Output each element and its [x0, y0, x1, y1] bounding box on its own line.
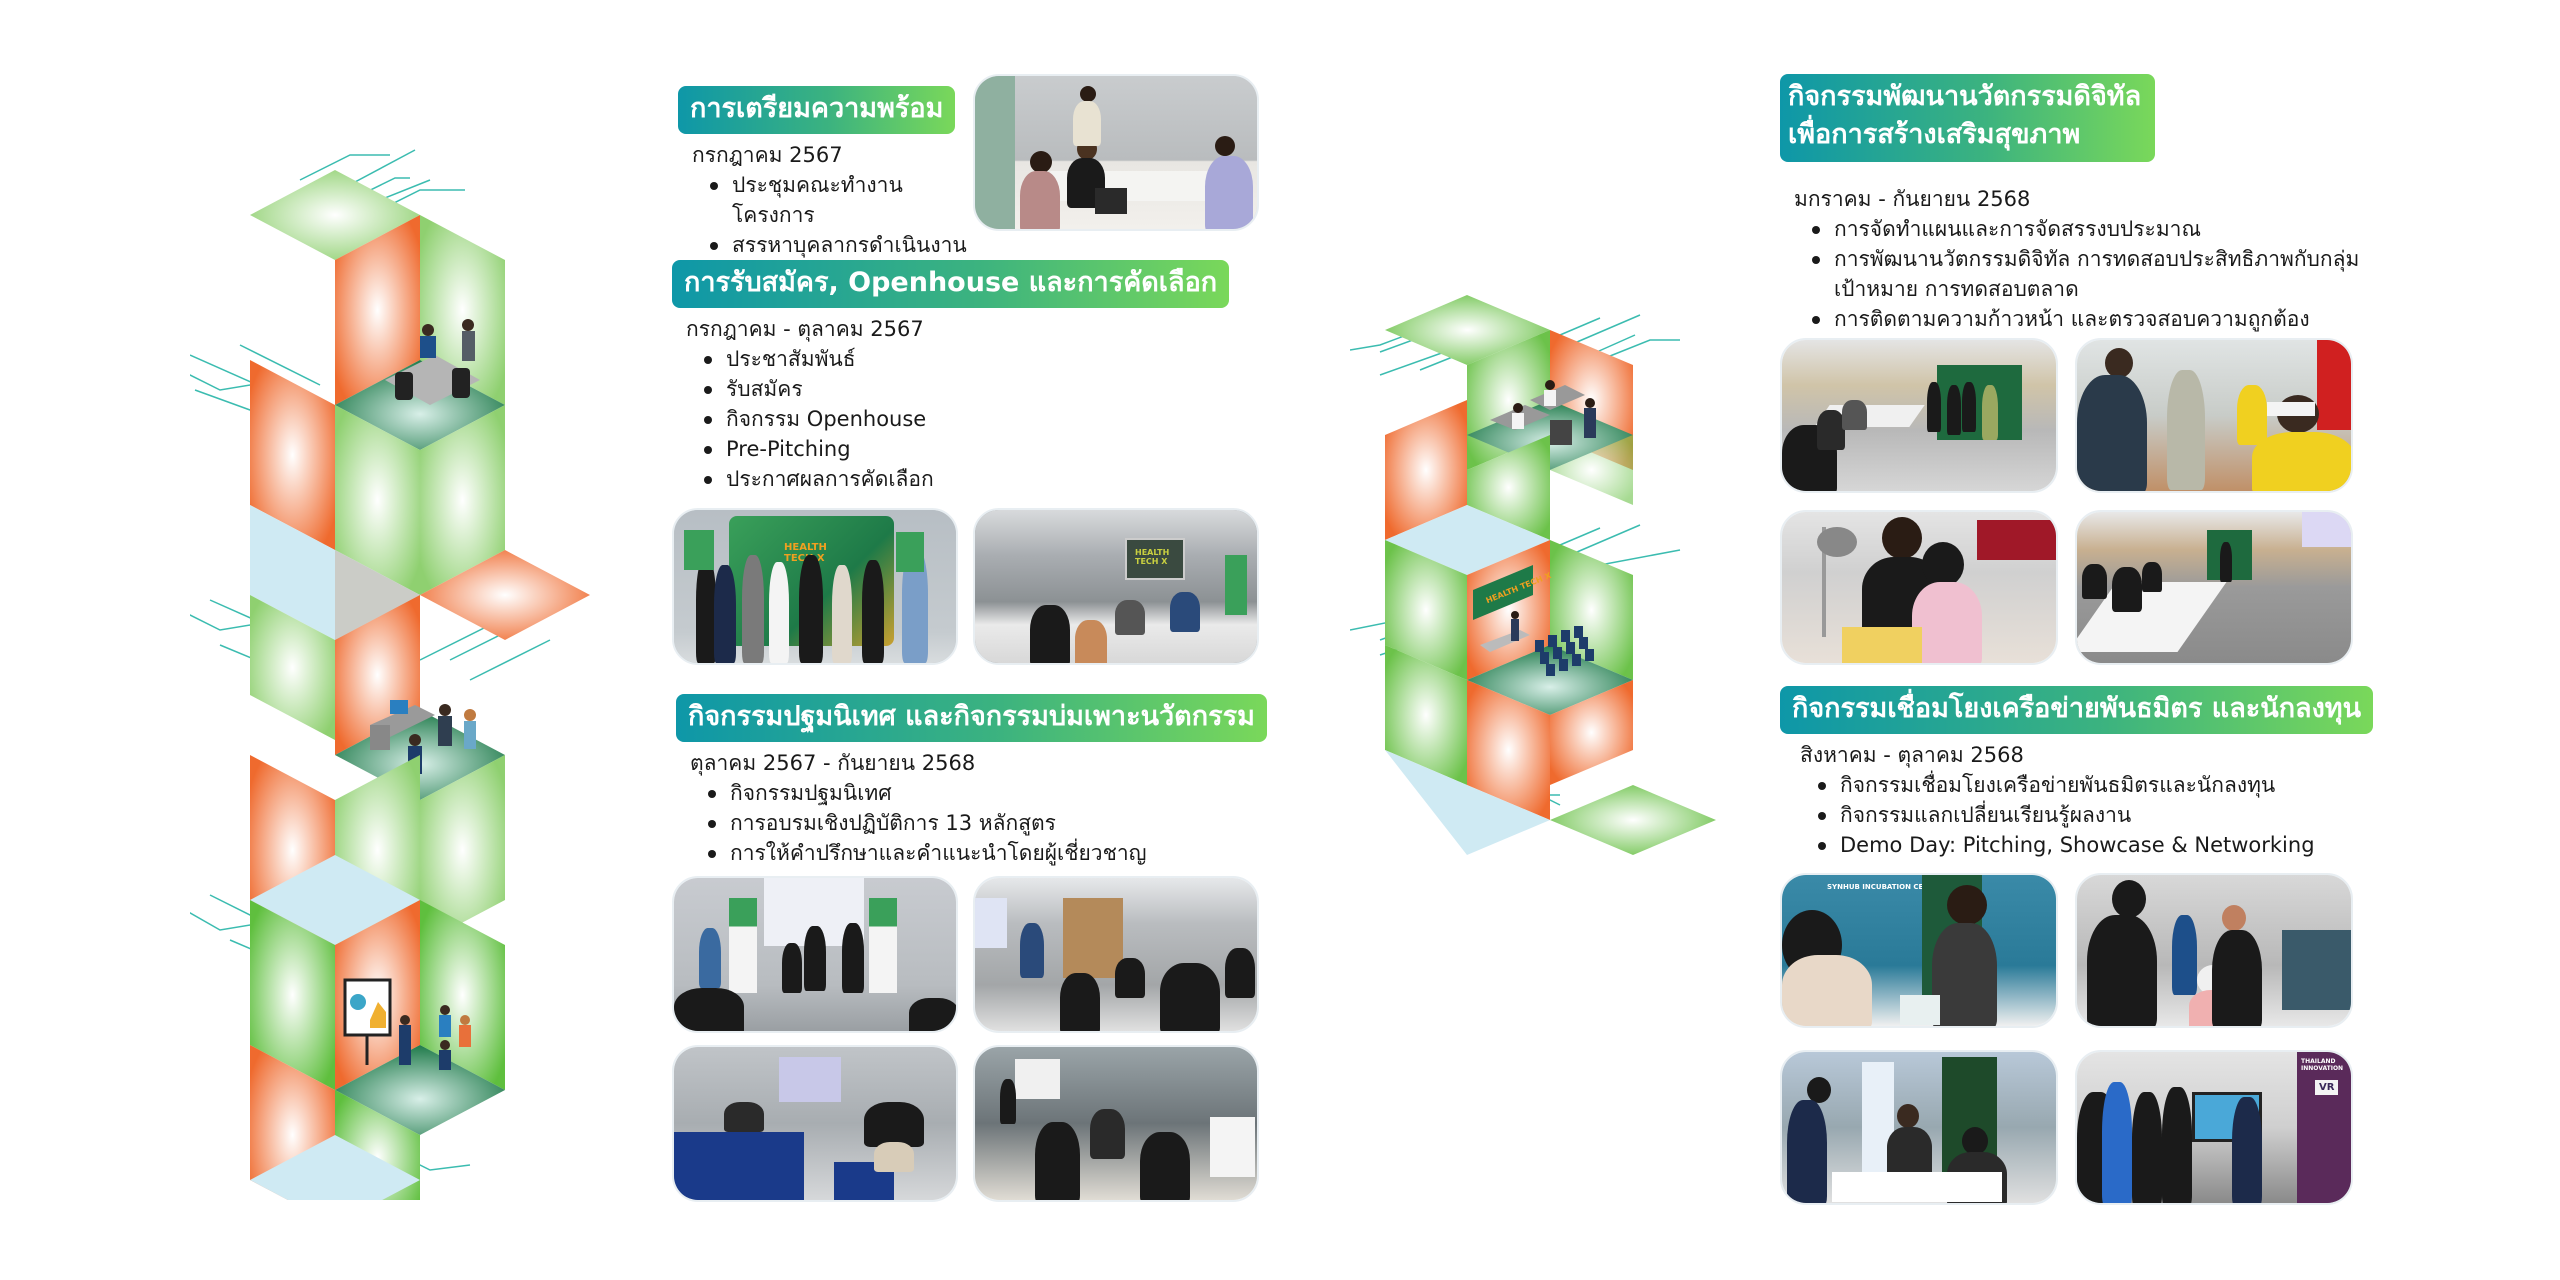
section-preparation: การเตรียมความพร้อม กรกฎาคม 2567 ประชุมคณ…: [678, 86, 978, 260]
section-recruitment: การรับสมัคร, Openhouse และการคัดเลือก กร…: [672, 260, 1232, 494]
photo-caption-text: SYNHUB INCUBATION CENTER: [1827, 883, 1945, 891]
list-item: ประกาศผลการคัดเลือก: [700, 464, 1232, 494]
section-title-badge: กิจกรรมเชื่อมโยงเครือข่ายพันธมิตร และนัก…: [1780, 686, 2374, 734]
tile: [1385, 750, 1550, 855]
mentoring-photo: [973, 1045, 1259, 1202]
pitch-rehearsal-photo: [2075, 510, 2353, 665]
list-item: การจัดทำแผนและการจัดสรรงบประมาณ: [1808, 214, 2378, 244]
tile: [1550, 785, 1716, 855]
tile: [250, 595, 335, 740]
lab-office-scene-icon: [1490, 380, 1596, 445]
tile: [420, 550, 590, 640]
team-meeting-photo: [973, 74, 1259, 231]
list-item: กิจกรรม Openhouse: [700, 404, 1232, 434]
progress-review-photo: [1780, 338, 2058, 493]
tile: [1550, 680, 1633, 785]
section-period: สิงหาคม - ตุลาคม 2568: [1800, 743, 2024, 767]
tile: [1467, 680, 1550, 820]
section-networking: กิจกรรมเชื่อมโยงเครือข่ายพันธมิตร และนัก…: [1780, 686, 2380, 860]
photo-caption-text: VR: [2315, 1080, 2339, 1095]
list-item: การอบรมเชิงปฏิบัติการ 13 หลักสูตร: [704, 808, 1276, 838]
list-item: กิจกรรมแลกเปลี่ยนเรียนรู้ผลงาน: [1814, 800, 2380, 830]
list-item: Pre-Pitching: [700, 434, 1232, 464]
right-isometric-graphic: HEALTH TECH X: [1350, 290, 1750, 1010]
vr-demo-photo: [2075, 873, 2353, 1028]
tile: [420, 405, 505, 595]
section-item-list: กิจกรรมปฐมนิเทศ การอบรมเชิงปฏิบัติการ 13…: [704, 778, 1276, 868]
section-item-list: กิจกรรมเชื่อมโยงเครือข่ายพันธมิตรและนักล…: [1814, 770, 2380, 860]
presentation-group-scene-icon: [343, 978, 471, 1070]
tile: [1550, 435, 1633, 505]
section-orientation: กิจกรรมปฐมนิเทศ และกิจกรรมบ่มเพาะนวัตกรร…: [676, 694, 1276, 868]
list-item: Demo Day: Pitching, Showcase & Networkin…: [1814, 830, 2380, 860]
tile: [1385, 400, 1467, 540]
vr-testing-photo: [2075, 338, 2353, 493]
list-item: กิจกรรมเชื่อมโยงเครือข่ายพันธมิตรและนักล…: [1814, 770, 2380, 800]
section-period: กรกฎาคม 2567: [692, 143, 843, 167]
consultation-desk-scene-icon: [370, 700, 476, 774]
section-period: มกราคม - กันยายน 2568: [1794, 187, 2031, 211]
section-title-badge: การเตรียมความพร้อม: [678, 86, 956, 134]
section-title-badge: การรับสมัคร, Openhouse และการคัดเลือก: [672, 260, 1230, 308]
tile: [250, 900, 335, 1090]
tile: [420, 755, 505, 945]
photo-caption-text: THAILAND INNOVATION: [2301, 1058, 2344, 1072]
incubation-booth-photo: SYNHUB INCUBATION CENTER: [1780, 873, 2058, 1028]
isometric-tiles-left: [190, 149, 590, 1200]
section-period: ตุลาคม 2567 - กันยายน 2568: [690, 751, 976, 775]
tile: [420, 215, 505, 405]
media-showcase-photo: THAILAND INNOVATION VR: [2075, 1050, 2353, 1205]
section-item-list: ประชาสัมพันธ์ รับสมัคร กิจกรรม Openhouse…: [700, 344, 1232, 494]
investor-booth-photo: [1780, 1050, 2058, 1205]
openhouse-room-photo: HEALTH TECH X: [973, 508, 1259, 665]
section-title-badge: กิจกรรมปฐมนิเทศ และกิจกรรมบ่มเพาะนวัตกรร…: [676, 694, 1267, 742]
section-title-badge: กิจกรรมพัฒนานวัตกรรมดิจิทัล เพื่อการสร้า…: [1780, 74, 2156, 162]
section-title-line: เพื่อการสร้างเสริมสุขภาพ: [1788, 119, 2081, 150]
section-development: กิจกรรมพัฒนานวัตกรรมดิจิทัล เพื่อการสร้า…: [1780, 74, 2380, 334]
list-item: ประชาสัมพันธ์: [700, 344, 1232, 374]
section-item-list: การจัดทำแผนและการจัดสรรงบประมาณ การพัฒนา…: [1808, 214, 2378, 334]
tile: [1385, 540, 1467, 680]
list-item: สรรหาบุคลากรดำเนินงาน: [706, 230, 978, 260]
list-item: รับสมัคร: [700, 374, 1232, 404]
meeting-room-scene-icon: [385, 319, 480, 405]
section-period: กรกฎาคม - ตุลาคม 2567: [686, 317, 924, 341]
field-test-photo: [1780, 510, 2058, 665]
list-item: การให้คำปรึกษาและคำแนะนำโดยผู้เชี่ยวชาญ: [704, 838, 1276, 868]
tile: [335, 405, 420, 595]
orientation-stage-photo: [672, 876, 958, 1033]
left-isometric-graphic: [190, 140, 610, 1200]
tile: [1385, 645, 1467, 785]
tile: [1385, 295, 1550, 365]
tile: [335, 215, 420, 405]
list-item: การติดตามความก้าวหน้า และตรวจสอบความถูกต…: [1808, 304, 2378, 334]
photo-caption-text: HEALTH TECH X: [1135, 548, 1170, 566]
launch-group-photo: HEALTH TECH X: [672, 508, 958, 665]
tile: [250, 360, 335, 550]
list-item: กิจกรรมปฐมนิเทศ: [704, 778, 1276, 808]
list-item: ประชุมคณะทำงานโครงการ: [706, 170, 978, 230]
section-title-line: กิจกรรมพัฒนานวัตกรรมดิจิทัล: [1788, 81, 2142, 112]
isometric-tiles-right: HEALTH TECH X: [1350, 295, 1716, 855]
section-item-list: ประชุมคณะทำงานโครงการ สรรหาบุคลากรดำเนิน…: [706, 170, 978, 260]
workshop-photo: [973, 876, 1259, 1033]
tile: [1385, 505, 1550, 575]
tile: [250, 1135, 420, 1200]
list-item: การพัฒนานวัตกรรมดิจิทัล การทดสอบประสิทธิ…: [1808, 244, 2378, 304]
training-room-photo: [672, 1045, 958, 1202]
